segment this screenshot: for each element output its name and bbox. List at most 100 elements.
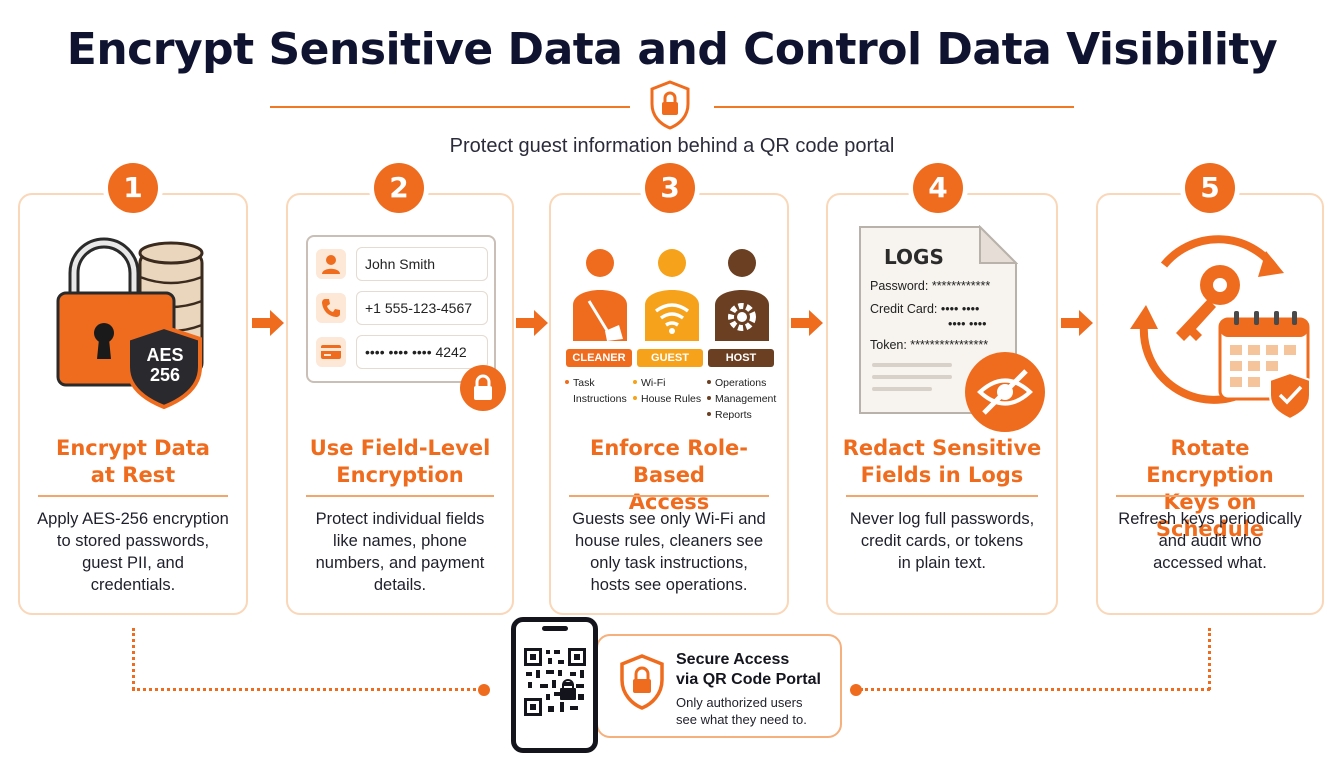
desc-line: Protect individual fields: [315, 510, 485, 528]
desc-line: Apply AES-256 encryption: [37, 510, 229, 528]
logs-heading: LOGS: [884, 245, 944, 269]
phone-icon: [316, 293, 346, 323]
step-number-4: 4: [913, 163, 963, 213]
step-title-1-line1: Encrypt Data: [56, 436, 210, 460]
role-item: Instructions: [573, 393, 627, 405]
step-desc-5: Refresh keys periodically and audit who …: [1112, 508, 1308, 574]
desc-line: to stored passwords,: [56, 532, 210, 550]
desc-line: and audit who: [1158, 532, 1262, 550]
person-icon: [316, 249, 346, 279]
desc-line: in plain text.: [897, 554, 987, 572]
step-desc-2: Protect individual fields like names, ph…: [302, 508, 498, 596]
desc-line: hosts see operations.: [590, 576, 748, 594]
desc-line: accessed what.: [1153, 554, 1267, 572]
portal-title: Secure Access via QR Code Portal: [676, 650, 821, 690]
aes-label: AES: [146, 345, 184, 365]
page-title: Encrypt Sensitive Data and Control Data …: [66, 24, 1278, 75]
desc-line: Guests see only Wi-Fi and: [572, 510, 766, 528]
log-line-token: Token: ****************: [870, 338, 989, 352]
step-number-2: 2: [374, 163, 424, 213]
step-title-4-line2: Fields in Logs: [860, 463, 1024, 487]
step-title-2-line1: Use Field-Level: [309, 436, 491, 460]
step-title-1: Encrypt Data at Rest: [30, 435, 236, 489]
divider: [306, 495, 494, 497]
step-desc-1: Apply AES-256 encryption to stored passw…: [34, 508, 232, 596]
secure-access-portal: Secure Access via QR Code Portal Only au…: [596, 634, 842, 738]
desc-line: guest PII, and: [82, 554, 184, 572]
step-desc-3: Guests see only Wi-Fi and house rules, c…: [565, 508, 773, 596]
desc-line: Refresh keys periodically: [1118, 510, 1302, 528]
step-card-1: AES 256 Encrypt Data at Rest Apply AES-2…: [18, 193, 248, 615]
step-card-4: LOGS Password: ************ Credit Card:…: [826, 193, 1058, 615]
credit-card-icon: [316, 337, 346, 367]
phone-notch: [542, 626, 568, 631]
log-line-password: Password: ************: [870, 279, 991, 293]
qr-code-icon: [524, 648, 586, 716]
role-item: Wi-Fi: [641, 377, 666, 389]
header-rule-left: [270, 106, 630, 108]
arrow-right-icon: [252, 310, 284, 336]
arrow-right-icon: [791, 310, 823, 336]
step-number-1: 1: [108, 163, 158, 213]
guest-wifi-icon: [645, 249, 699, 341]
desc-line: only task instructions,: [590, 554, 748, 572]
role-list-guest: Wi-Fi House Rules: [633, 375, 701, 407]
desc-line: like names, phone: [333, 532, 467, 550]
step-card-3: CLEANER GUEST HOST Task Instructions Wi-…: [549, 193, 789, 615]
portal-title-line1: Secure Access: [676, 651, 790, 668]
connector-left-horizontal: [132, 688, 482, 691]
step-title-2-line2: Encryption: [336, 463, 464, 487]
step-desc-4: Never log full passwords, credit cards, …: [842, 508, 1042, 574]
aes-bits-label: 256: [149, 365, 181, 385]
role-item: House Rules: [641, 393, 702, 405]
role-item: Operations: [715, 377, 767, 389]
desc-line: numbers, and payment: [315, 554, 485, 572]
role-item: Reports: [715, 409, 752, 421]
step-number-3: 3: [645, 163, 695, 213]
step-title-3-line1: Enforce Role-Based: [590, 436, 748, 487]
role-list-host: Operations Management Reports: [707, 375, 776, 423]
portal-desc-line2: see what they need to.: [676, 712, 807, 727]
step-title-1-line2: at Rest: [90, 463, 176, 487]
role-tag-cleaner: CLEANER: [566, 349, 632, 367]
divider: [1116, 495, 1304, 497]
page-subtitle: Protect guest information behind a QR co…: [449, 135, 895, 157]
desc-line: details.: [373, 576, 427, 594]
desc-line: credentials.: [90, 576, 176, 594]
log-line-card-cont: •••• ••••: [948, 317, 987, 331]
encrypted-form: John Smith +1 555-123-4567 •••• •••• •••…: [306, 235, 496, 383]
step-title-5: Rotate Encryption Keys on Schedule: [1108, 435, 1312, 543]
padlock-database-icon: [56, 237, 204, 410]
step-number-5: 5: [1185, 163, 1235, 213]
step-title-5-line2: Keys on Schedule: [1155, 490, 1265, 541]
arrow-right-icon: [1061, 310, 1093, 336]
step-title-3: Enforce Role-Based Access: [561, 435, 777, 516]
step-title-5-line1: Rotate Encryption: [1146, 436, 1274, 487]
desc-line: credit cards, or tokens: [860, 532, 1024, 550]
form-row-card: •••• •••• •••• 4242: [316, 335, 488, 369]
name-field: John Smith: [356, 247, 488, 281]
desc-line: Never log full passwords,: [849, 510, 1035, 528]
role-tag-guest: GUEST: [637, 349, 703, 367]
divider: [846, 495, 1038, 497]
role-item: Management: [715, 393, 777, 405]
desc-line: house rules, cleaners see: [574, 532, 764, 550]
phone-field: +1 555-123-4567: [356, 291, 488, 325]
divider: [569, 495, 769, 497]
divider: [38, 495, 228, 497]
step-card-2: John Smith +1 555-123-4567 •••• •••• •••…: [286, 193, 514, 615]
log-line-card: Credit Card: •••• ••••: [870, 302, 980, 316]
connector-right-vertical: [1208, 628, 1211, 690]
cleaner-icon: [573, 249, 627, 341]
connector-left-end: [478, 684, 490, 696]
portal-desc: Only authorized users see what they need…: [676, 694, 807, 728]
aes-badge-text: AES 256: [137, 345, 193, 385]
step-title-3-line2: Access: [628, 490, 710, 514]
arrow-right-icon: [516, 310, 548, 336]
step-card-5: Rotate Encryption Keys on Schedule Refre…: [1096, 193, 1324, 615]
card-field: •••• •••• •••• 4242: [356, 335, 488, 369]
lock-icon: [460, 365, 506, 411]
connector-left-vertical: [132, 628, 135, 690]
header-rule-right: [714, 106, 1074, 108]
role-tag-host: HOST: [708, 349, 774, 367]
